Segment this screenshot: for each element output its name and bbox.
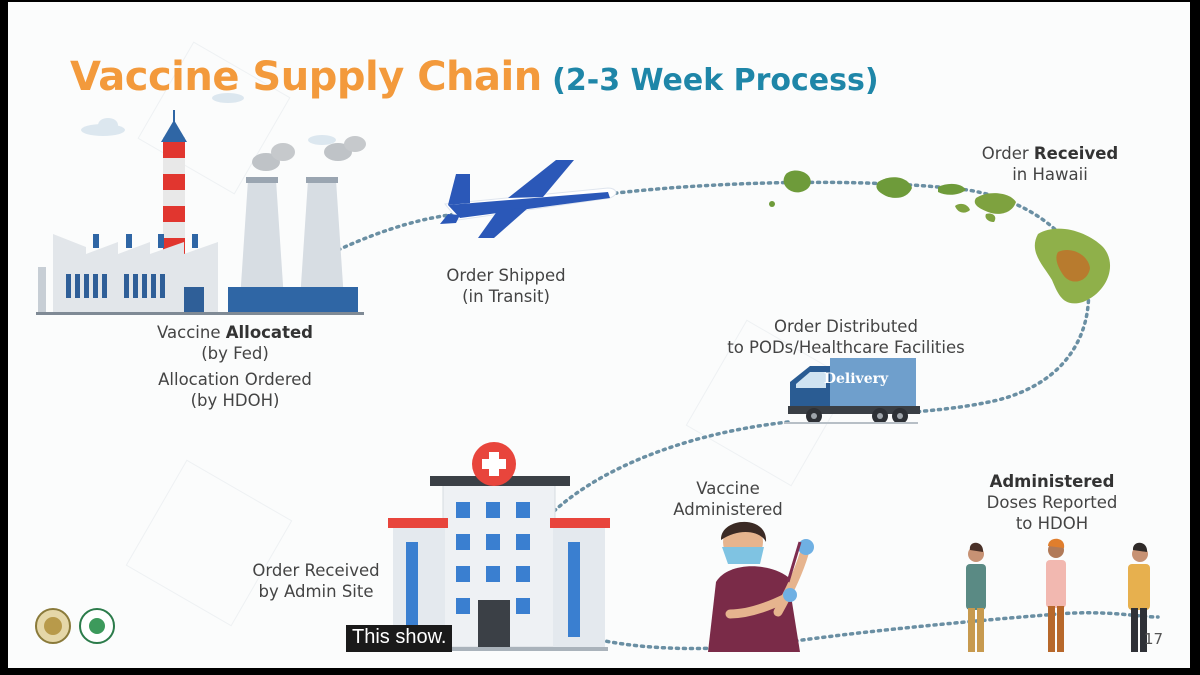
allocated-line1-bold: Allocated: [225, 323, 313, 342]
hospital-icon: [386, 442, 610, 651]
allocated-line1-pre: Vaccine: [157, 323, 226, 342]
distributed-line2: to PODs/Healthcare Facilities: [727, 338, 965, 357]
title-sub: (2-3 Week Process): [552, 63, 879, 98]
health-department-logo-icon: [79, 608, 115, 644]
truck-delivery-label: Delivery: [823, 371, 889, 387]
people-icon: [966, 538, 1150, 652]
slide-title: Vaccine Supply Chain (2-3 Week Process): [70, 54, 879, 100]
hawaii-line1-pre: Order: [981, 144, 1034, 163]
page-number: 17: [1144, 630, 1164, 648]
allocated-line2: (by Fed): [201, 344, 269, 363]
step-order-shipped: Order Shipped (in Transit): [426, 265, 586, 307]
admin-line1: Order Received: [252, 561, 380, 580]
hawaii-line2: in Hawaii: [1012, 165, 1088, 184]
person-3: [1128, 542, 1150, 652]
shipped-line2: (in Transit): [462, 287, 550, 306]
slide: Vaccine Supply Chain (2-3 Week Process): [8, 2, 1190, 668]
factory-icon: [36, 110, 366, 315]
airplane-icon: [440, 160, 617, 238]
hawaii-islands-icon: [769, 170, 1111, 304]
hawaii-line1-bold: Received: [1033, 144, 1119, 163]
step-vaccine-administered: Vaccine Administered: [658, 478, 798, 520]
step-order-received-admin: Order Received by Admin Site: [236, 560, 396, 602]
step-order-distributed: Order Distributed to PODs/Healthcare Fac…: [716, 316, 976, 358]
reported-line2: Doses Reported: [986, 493, 1118, 512]
shipped-line1: Order Shipped: [446, 266, 566, 285]
person-2: [1046, 538, 1066, 652]
distributed-line1: Order Distributed: [774, 317, 918, 336]
diagram-graphics: [35, 93, 1160, 652]
delivery-truck-icon: [784, 358, 920, 424]
allocated-line4: (by HDOH): [190, 391, 280, 410]
allocated-line3: Allocation Ordered: [158, 370, 312, 389]
reported-line1-bold: Administered: [989, 472, 1115, 491]
step-doses-reported: Administered Doses Reported to HDOH: [972, 471, 1132, 534]
title-main: Vaccine Supply Chain: [70, 54, 542, 100]
step-vaccine-allocated: Vaccine Allocated (by Fed) Allocation Or…: [125, 322, 345, 411]
nurse-icon: [708, 521, 814, 652]
cloud-icon: [81, 93, 336, 145]
admin-line2: by Admin Site: [258, 582, 374, 601]
step-order-received-hawaii: Order Received in Hawaii: [960, 143, 1140, 185]
person-1: [966, 542, 986, 652]
video-caption: This show.: [346, 625, 453, 652]
state-seal-icon: [35, 608, 71, 644]
administered-line1: Vaccine: [696, 479, 760, 498]
reported-line3: to HDOH: [1015, 514, 1089, 533]
administered-line2: Administered: [673, 500, 783, 519]
